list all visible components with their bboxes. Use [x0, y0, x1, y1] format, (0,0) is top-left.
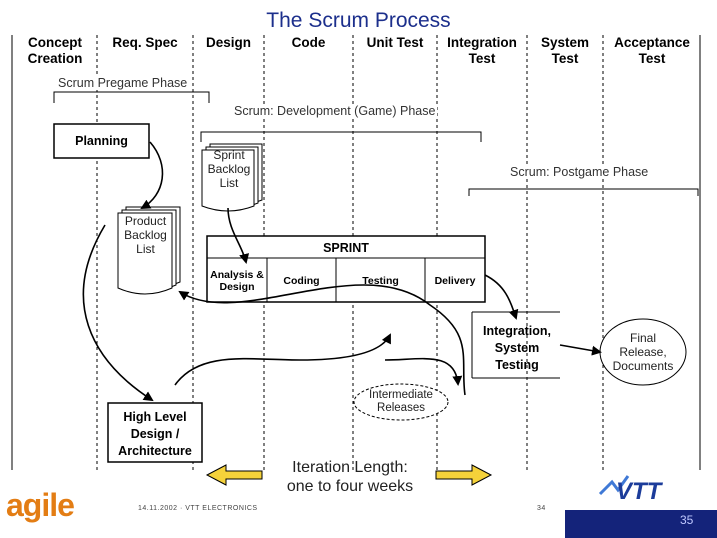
product-backlog-pages — [117, 206, 181, 295]
sprint-box — [206, 235, 486, 303]
page-title: The Scrum Process — [266, 9, 451, 32]
footer-date: 14.11.2002 · VTT ELECTRONICS — [138, 505, 258, 512]
phase-development: Scrum: Development (Game) Phase — [232, 104, 438, 118]
sprint-delivery: Delivery — [434, 275, 476, 287]
column-integration-test: Integration Test — [447, 35, 517, 66]
column-code: Code — [291, 35, 326, 50]
phase-pregame: Scrum Pregame Phase — [56, 76, 190, 90]
page-number-box — [565, 510, 717, 538]
high-level-box — [107, 402, 203, 463]
integration-label: Integration, System Testing — [482, 324, 552, 372]
column-design: Design — [205, 35, 251, 50]
footer-slide-small: 34 — [537, 505, 546, 512]
column-system-test: System Test — [540, 35, 590, 66]
sprint-testing: Testing — [362, 275, 399, 287]
planning-box — [53, 123, 150, 159]
column-req-spec: Req. Spec — [112, 35, 178, 50]
sprint-backlog-label: Sprint Backlog List — [207, 148, 251, 190]
column-unit-test: Unit Test — [366, 35, 424, 50]
phase-postgame: Scrum: Postgame Phase — [508, 165, 651, 179]
pregame-bracket — [53, 91, 210, 103]
page-number: 35 — [680, 513, 694, 527]
final-release-label: Final Release, Documents — [612, 331, 674, 373]
agile-logo-text: agile — [6, 487, 75, 523]
development-bracket — [200, 131, 482, 142]
flow-arrows — [82, 141, 602, 402]
vtt-logo: VTT — [616, 478, 662, 505]
sprint-coding: Coding — [283, 275, 320, 287]
high-level-design-label: High Level Design / Architecture — [118, 410, 192, 458]
iteration-arrow — [205, 464, 493, 486]
sprint-title: SPRINT — [323, 241, 369, 255]
planning-label: Planning — [75, 134, 128, 148]
sprint-backlog-pages — [201, 143, 263, 212]
sprint-analysis-design: Analysis & Design — [210, 269, 264, 293]
iteration-length-label: Iteration Length: one to four weeks — [286, 459, 414, 495]
postgame-bracket — [468, 188, 699, 196]
product-backlog-label: Product Backlog List — [124, 214, 167, 256]
agile-logo: agile — [6, 487, 75, 524]
column-acceptance-test: Acceptance Test — [614, 35, 690, 66]
vtt-mark — [598, 475, 630, 496]
intermediate-releases-label: Intermediate Releases — [369, 389, 433, 414]
intermediate-ellipse — [353, 383, 449, 421]
column-concept-creation: Concept Creation — [27, 35, 83, 66]
